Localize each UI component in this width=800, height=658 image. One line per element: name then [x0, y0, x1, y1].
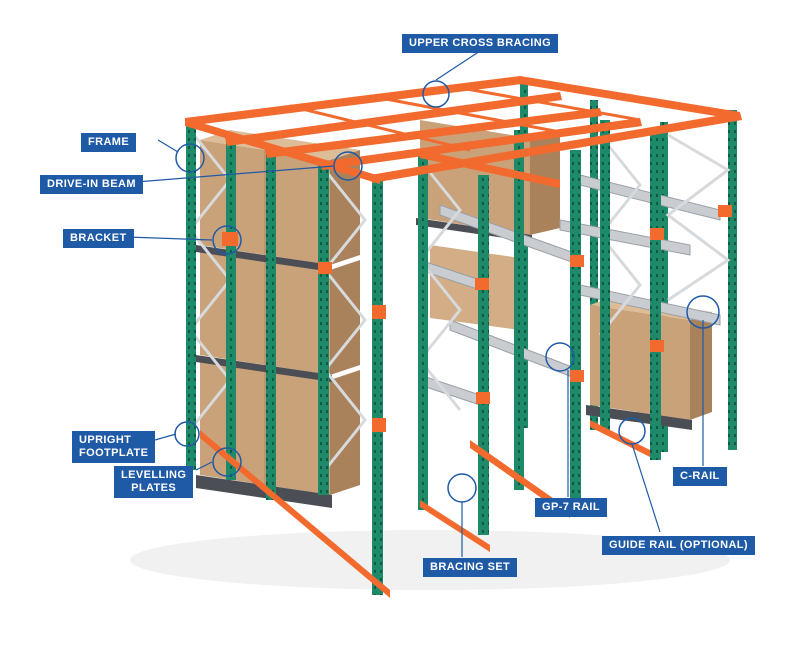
label-bracket-text: BRACKET: [70, 232, 127, 244]
callout-guide-rail: [618, 417, 646, 445]
label-frame-text: FRAME: [88, 136, 130, 148]
label-c-rail-text: C-RAIL: [680, 470, 720, 482]
callout-levelling-plates: [212, 447, 242, 477]
callout-bracing-set: [447, 473, 477, 503]
label-levelling-plates-line1: LEVELLING: [121, 469, 187, 481]
label-bracing-set-text: BRACING SET: [430, 561, 511, 573]
label-upright-footplate-line1: UPRIGHT: [79, 434, 132, 446]
label-bracing-set: BRACING SET: [423, 558, 518, 577]
label-levelling-plates: LEVELLING PLATES: [114, 466, 194, 498]
label-upper-cross-bracing: UPPER CROSS BRACING: [402, 34, 559, 53]
callout-drive-in-beam: [333, 151, 363, 181]
callout-frame: [175, 143, 205, 173]
label-levelling-plates-line2: PLATES: [131, 482, 177, 494]
uprights: [186, 120, 661, 595]
label-upright-footplate: UPRIGHT FOOTPLATE: [72, 431, 156, 463]
drive-in-beams: [185, 76, 742, 188]
label-drive-in-beam: DRIVE-IN BEAM: [40, 175, 143, 194]
label-upright-footplate-line2: FOOTPLATE: [79, 447, 149, 459]
callout-upright-footplate: [174, 421, 200, 447]
label-gp7-rail: GP-7 RAIL: [535, 498, 607, 517]
callout-circles: [174, 80, 720, 503]
callout-c-rail: [686, 295, 720, 329]
label-gp7-rail-text: GP-7 RAIL: [542, 501, 600, 513]
upper-cross-bracing: [289, 84, 641, 152]
callout-upper-cross-bracing: [422, 80, 450, 108]
brackets: [222, 205, 732, 432]
label-guide-rail-text: GUIDE RAIL (OPTIONAL): [609, 539, 748, 551]
label-upper-cross-bracing-text: UPPER CROSS BRACING: [409, 37, 552, 49]
label-c-rail: C-RAIL: [673, 467, 727, 486]
label-frame: FRAME: [81, 133, 137, 152]
callout-gp7-rail: [545, 342, 575, 372]
leader-lines: [125, 50, 704, 557]
label-drive-in-beam-text: DRIVE-IN BEAM: [47, 178, 136, 190]
label-bracket: BRACKET: [63, 229, 134, 248]
label-guide-rail: GUIDE RAIL (OPTIONAL): [602, 536, 755, 555]
callout-bracket: [212, 225, 242, 255]
